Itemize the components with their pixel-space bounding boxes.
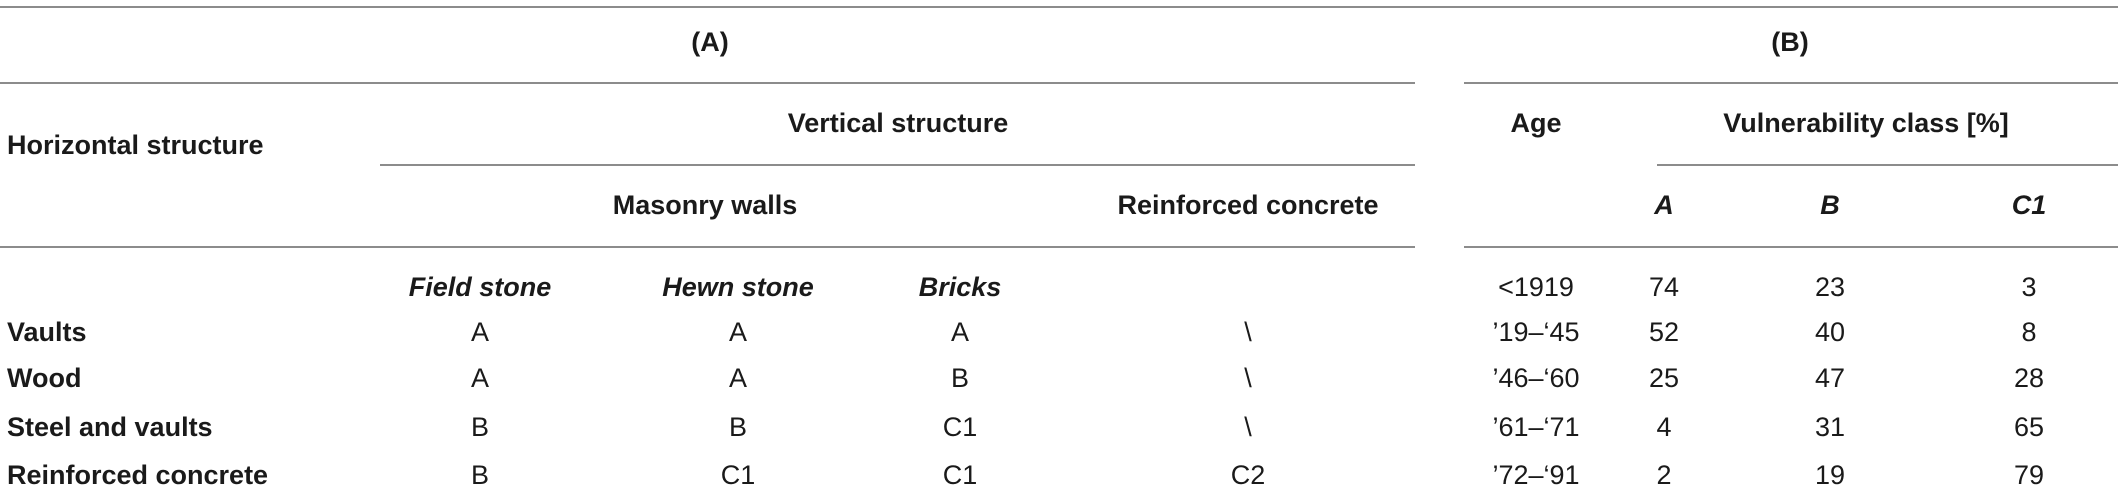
table-cell: C1 — [720, 460, 756, 490]
table-cell: 8 — [2021, 317, 2037, 347]
age-header: Age — [1510, 108, 1562, 138]
panel-b-rule-1 — [1464, 82, 2118, 84]
masonry-walls-header: Masonry walls — [612, 190, 798, 220]
table-cell: 47 — [1814, 363, 1846, 393]
panel-a-rule-2 — [0, 246, 1415, 248]
age-cell: ’19–‘45 — [1492, 317, 1580, 347]
bricks-subheader: Bricks — [918, 272, 1002, 302]
age-cell: ’46–‘60 — [1492, 363, 1580, 393]
age-cell: <1919 — [1498, 272, 1574, 302]
table-cell: C1 — [942, 460, 978, 490]
table-cell: B — [470, 412, 490, 442]
table-cell: 25 — [1648, 363, 1680, 393]
vulnerability-class-header: Vulnerability class [%] — [1723, 108, 2009, 138]
panel-b-label: (B) — [1771, 27, 1809, 57]
panel-a-label: (A) — [691, 27, 729, 57]
table-cell: A — [470, 317, 490, 347]
table-cell: B — [950, 363, 970, 393]
table-cell: 19 — [1814, 460, 1846, 490]
reinforced-concrete-header: Reinforced concrete — [1117, 190, 1379, 220]
vertical-structure-rule — [380, 164, 1415, 166]
table-cell: 74 — [1648, 272, 1680, 302]
row-label: Wood — [7, 363, 82, 393]
table-cell: 52 — [1648, 317, 1680, 347]
table-cell: 79 — [2013, 460, 2045, 490]
row-label: Vaults — [7, 317, 87, 347]
class-b-header: B — [1820, 190, 1840, 220]
horizontal-structure-header: Horizontal structure — [7, 130, 264, 160]
age-cell: ’72–‘91 — [1492, 460, 1580, 490]
table-cell: 65 — [2013, 412, 2045, 442]
table-cell: A — [470, 363, 490, 393]
vertical-structure-header: Vertical structure — [787, 108, 1009, 138]
class-c1-header: C1 — [2011, 190, 2047, 220]
row-label: Reinforced concrete — [7, 460, 269, 490]
row-label: Steel and vaults — [7, 412, 213, 442]
table-cell: C1 — [942, 412, 978, 442]
table-cell: \ — [1244, 363, 1252, 393]
table-cell: 23 — [1814, 272, 1846, 302]
panel-b-rule-2 — [1464, 246, 2118, 248]
panel-a-rule-1 — [0, 82, 1415, 84]
field-stone-subheader: Field stone — [408, 272, 552, 302]
class-a-header: A — [1654, 190, 1674, 220]
table-cell: A — [728, 317, 748, 347]
table-cell: \ — [1244, 317, 1252, 347]
table-cell: C2 — [1230, 460, 1266, 490]
table-cell: 31 — [1814, 412, 1846, 442]
table-cell: 28 — [2013, 363, 2045, 393]
table-cell: 4 — [1656, 412, 1672, 442]
table-cell: A — [728, 363, 748, 393]
table-cell: \ — [1244, 412, 1252, 442]
hewn-stone-subheader: Hewn stone — [662, 272, 814, 302]
top-rule — [0, 6, 2118, 8]
table-cell: A — [950, 317, 970, 347]
table-cell: B — [470, 460, 490, 490]
table-cell: B — [728, 412, 748, 442]
vulnerability-class-rule — [1657, 164, 2118, 166]
age-cell: ’61–‘71 — [1492, 412, 1580, 442]
table-cell: 3 — [2021, 272, 2037, 302]
table-cell: 2 — [1656, 460, 1672, 490]
table-cell: 40 — [1814, 317, 1846, 347]
